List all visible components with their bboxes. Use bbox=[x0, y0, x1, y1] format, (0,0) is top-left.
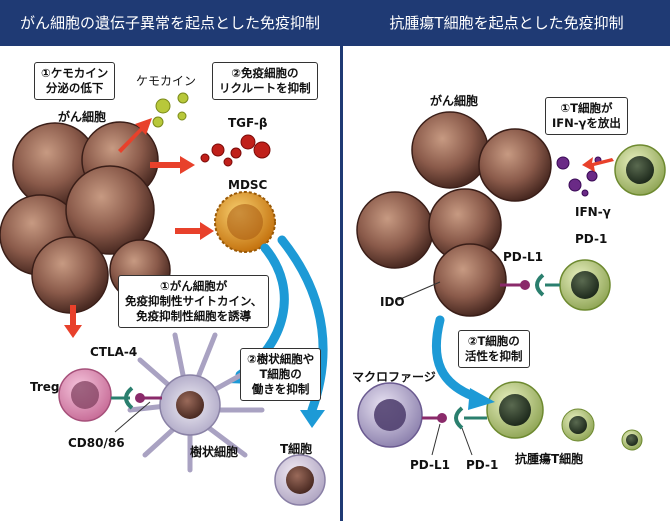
label-dendritic-cell: 樹状細胞 bbox=[190, 445, 239, 459]
label-pd-l1-bottom: PD-L1 bbox=[410, 458, 450, 472]
box-line: 免疫抑制性細胞を誘導 bbox=[136, 309, 252, 323]
label-chemokine: ケモカイン bbox=[136, 74, 197, 88]
label-ctla4: CTLA-4 bbox=[90, 345, 138, 359]
tgf-beta-particles bbox=[200, 134, 271, 167]
box-line: ①T細胞が bbox=[560, 101, 613, 115]
macrophage-cell bbox=[357, 382, 423, 448]
right-cancer-cluster bbox=[356, 111, 552, 317]
pd-l1-pd-1-bottom bbox=[422, 406, 487, 430]
label-t-cell: T細胞 bbox=[280, 442, 313, 456]
box-chemokine-secretion: ①ケモカイン 分泌の低下 bbox=[34, 62, 116, 100]
box-line: 免疫抑制性サイトカイン、 bbox=[125, 294, 263, 308]
box-dc-tcell-inhibition: ②樹状細胞や T細胞の 働きを抑制 bbox=[240, 348, 322, 401]
cancer-cell-cluster bbox=[0, 121, 171, 314]
ctla4-cd80-connector bbox=[111, 386, 162, 410]
box-line: リクルートを抑制 bbox=[219, 81, 311, 95]
box-line: IFN-γを放出 bbox=[552, 116, 621, 130]
label-ido: IDO bbox=[380, 295, 405, 309]
box-recruitment-inhibition: ②免疫細胞の リクルートを抑制 bbox=[212, 62, 318, 100]
right-panel-title: 抗腫瘍T細胞を起点とした免疫抑制 bbox=[343, 0, 670, 46]
box-ifn-release: ①T細胞が IFN-γを放出 bbox=[545, 97, 628, 135]
t-cell-middle-right bbox=[559, 259, 611, 311]
box-line: ①ケモカイン bbox=[41, 66, 109, 80]
pd-l1-pd-1-top bbox=[500, 273, 560, 297]
mdsc-cell bbox=[214, 191, 276, 253]
dendritic-cell bbox=[127, 332, 265, 473]
box-immunosuppressive-induction: ①がん細胞が 免疫抑制性サイトカイン、 免疫抑制性細胞を誘導 bbox=[118, 275, 270, 328]
box-line: ②樹状細胞や bbox=[247, 352, 315, 366]
box-line: ①がん細胞が bbox=[160, 279, 228, 293]
label-pd-l1-top: PD-L1 bbox=[503, 250, 543, 264]
label-mdsc: MDSC bbox=[228, 178, 268, 192]
panel-divider bbox=[340, 0, 343, 521]
t-cells-bottom-right bbox=[486, 381, 643, 451]
box-line: ②T細胞の bbox=[467, 334, 520, 348]
chemokine-particles bbox=[152, 92, 189, 128]
label-pd-1-top: PD-1 bbox=[575, 232, 608, 246]
box-line: T細胞の bbox=[259, 367, 302, 381]
label-treg: Treg bbox=[30, 380, 60, 394]
label-tgf-beta: TGF-β bbox=[228, 116, 268, 130]
treg-cell bbox=[58, 368, 112, 422]
red-arrows bbox=[64, 118, 214, 338]
label-right-cancer-cell: がん細胞 bbox=[430, 94, 479, 108]
box-line: 分泌の低下 bbox=[45, 81, 104, 95]
t-cell-top-right bbox=[614, 144, 666, 196]
blue-arrow-right bbox=[431, 315, 483, 403]
label-ifn-gamma: IFN-γ bbox=[575, 205, 611, 219]
box-line: 働きを抑制 bbox=[251, 382, 310, 396]
box-line: 活性を抑制 bbox=[465, 349, 523, 363]
box-tcell-activity-inhibition: ②T細胞の 活性を抑制 bbox=[458, 330, 530, 368]
label-cancer-cell: がん細胞 bbox=[58, 110, 107, 124]
label-cd80-86: CD80/86 bbox=[68, 436, 125, 450]
t-cell-left bbox=[274, 454, 326, 506]
label-antitumor-t-cell: 抗腫瘍T細胞 bbox=[515, 452, 584, 466]
label-macrophage: マクロファージ bbox=[352, 370, 436, 384]
red-arrow-right bbox=[582, 157, 614, 172]
label-pd-1-bottom: PD-1 bbox=[466, 458, 499, 472]
box-line: ②免疫細胞の bbox=[231, 66, 299, 80]
left-panel-title: がん細胞の遺伝子異常を起点とした免疫抑制 bbox=[0, 0, 340, 46]
